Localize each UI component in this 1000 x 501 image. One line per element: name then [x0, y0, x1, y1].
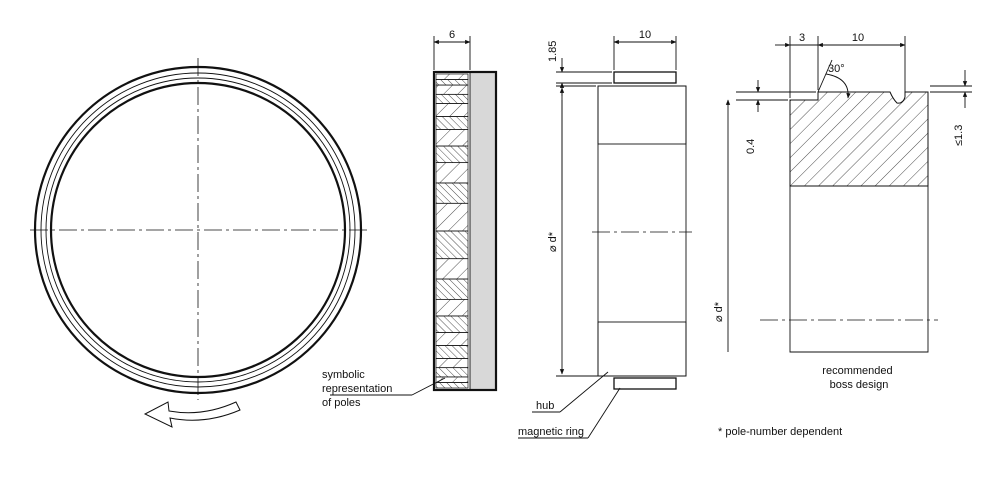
pole-segment — [435, 116, 469, 130]
boss-design-view: 3 10 30° 0.4 ≤1.3 ⌀ d* — [713, 32, 972, 353]
dim-0-4: 0.4 — [745, 139, 757, 154]
pole-segment — [435, 382, 469, 389]
label-hub: hub — [536, 400, 554, 412]
pole-segment — [435, 258, 469, 280]
pole-segment — [435, 103, 469, 117]
pole-segment — [435, 182, 469, 204]
rotation-arrow-icon — [143, 401, 241, 428]
label-magnetic-ring: magnetic ring — [518, 426, 584, 438]
pole-segment — [435, 345, 469, 359]
dim-width-6: 6 — [449, 29, 455, 41]
dim-max-1-3: ≤1.3 — [953, 125, 965, 146]
dim-width-10-a: 10 — [639, 29, 651, 41]
dim-angle-30: 30° — [828, 63, 845, 75]
dim-width-10-b: 10 — [852, 32, 864, 44]
pole-segment — [435, 278, 469, 300]
pole-segment — [435, 162, 469, 184]
pole-segment — [435, 298, 469, 317]
pole-segment — [435, 315, 469, 333]
dim-gap-3: 3 — [799, 32, 805, 44]
pole-segment — [435, 332, 469, 346]
label-symbolic: symbolic representation of poles — [322, 369, 395, 409]
pole-segment — [435, 129, 469, 147]
dim-diameter-a: ⌀ d* — [547, 231, 559, 252]
pole-segment — [435, 358, 469, 369]
pole-segment — [435, 202, 469, 232]
hub-ring-view: 10 1.85 ⌀ d* — [518, 29, 692, 439]
pole-section-view: 6 — [330, 29, 498, 396]
label-recommended-boss: recommended boss design — [822, 365, 895, 391]
pole-segment — [435, 145, 469, 164]
pole-segment — [435, 73, 469, 80]
dim-diameter-b: ⌀ d* — [713, 301, 725, 322]
pole-segment — [435, 84, 469, 95]
pole-segment — [435, 93, 469, 104]
pole-segment — [435, 367, 469, 378]
pole-segment — [435, 230, 469, 260]
footnote: * pole-number dependent — [718, 426, 842, 438]
dim-thickness-1-85: 1.85 — [547, 41, 559, 62]
ring-front-view — [30, 58, 368, 428]
pole-segment — [435, 79, 469, 86]
